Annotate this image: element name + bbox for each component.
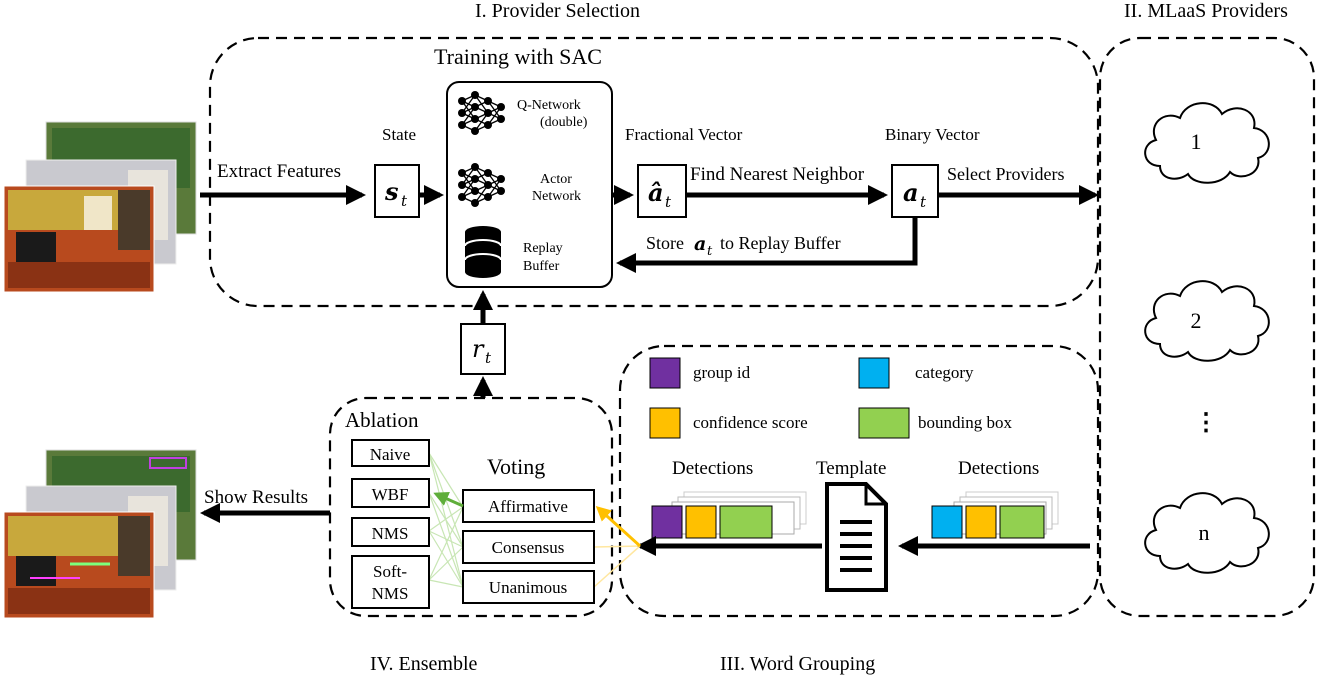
document-icon bbox=[825, 482, 888, 592]
word-grouping-region bbox=[618, 344, 1100, 618]
store-suffix-label: to Replay Buffer bbox=[720, 233, 841, 253]
section-title-provider-selection: I. Provider Selection bbox=[475, 0, 640, 22]
detections-left-label: Detections bbox=[672, 458, 753, 479]
legend-swatch-category bbox=[858, 357, 890, 389]
voting-label-affirmative: Affirmative bbox=[488, 497, 568, 516]
reward-subscript: t bbox=[485, 349, 492, 367]
template-to-affirmative-arrow bbox=[595, 505, 642, 548]
provider-label-1: 1 bbox=[1191, 129, 1202, 154]
method-label-wbf: WBF bbox=[372, 485, 409, 504]
method-label-soft: Soft- bbox=[373, 562, 407, 581]
legend-label-confidence: confidence score bbox=[693, 413, 808, 432]
q-network-double-label: (double) bbox=[540, 115, 588, 130]
provider-cloud-1 bbox=[1144, 102, 1270, 184]
reward-box bbox=[460, 323, 506, 375]
voting-box-unanimous bbox=[462, 570, 595, 604]
section-title-mlaas-providers: II. MLaaS Providers bbox=[1124, 0, 1288, 22]
affirmative-to-wbf-arrow bbox=[433, 492, 464, 508]
legend-swatch-group-id bbox=[649, 357, 681, 389]
extract-features-label: Extract Features bbox=[217, 161, 341, 182]
show-results-label: Show Results bbox=[204, 487, 308, 508]
database-icon bbox=[464, 226, 502, 278]
detections-left-stack bbox=[651, 491, 807, 539]
method-label-nms-2: NMS bbox=[372, 584, 409, 603]
provider-ellipsis: ⋮ bbox=[1194, 410, 1218, 436]
binary-box bbox=[891, 164, 939, 218]
state-label: State bbox=[382, 125, 416, 144]
store-subscript: t bbox=[707, 244, 713, 259]
method-box-naive bbox=[351, 439, 430, 467]
method-box-nms bbox=[351, 517, 430, 547]
input-images bbox=[3, 121, 197, 293]
output-images bbox=[3, 449, 197, 619]
provider-selection-region bbox=[208, 36, 1100, 308]
legend-swatch-confidence bbox=[649, 407, 681, 439]
q-network-label: Q-Network bbox=[517, 98, 581, 113]
detections-right-label: Detections bbox=[958, 458, 1039, 479]
voting-label-consensus: Consensus bbox=[492, 538, 565, 557]
method-box-wbf bbox=[351, 478, 430, 508]
store-replay-arrow bbox=[616, 217, 918, 273]
store-prefix-label: Store bbox=[646, 233, 684, 253]
select-providers-label: Select Providers bbox=[947, 164, 1064, 184]
legend-swatch-bounding-box bbox=[858, 407, 910, 439]
binary-symbol: a bbox=[903, 178, 919, 207]
voting-box-consensus bbox=[462, 530, 595, 564]
voting-label-unanimous: Unanimous bbox=[489, 578, 567, 597]
state-box bbox=[374, 164, 420, 218]
actor-network-label: Network bbox=[532, 189, 581, 204]
legend-label-bounding-box: bounding box bbox=[918, 413, 1012, 432]
replay-buffer-label: Buffer bbox=[523, 259, 560, 274]
method-label-nms: NMS bbox=[372, 524, 409, 543]
section-title-word-grouping: III. Word Grouping bbox=[720, 653, 875, 675]
voting-box-affirmative bbox=[462, 489, 595, 523]
fractional-subscript: t bbox=[665, 193, 672, 211]
provider-cloud-2 bbox=[1144, 280, 1270, 362]
sac-title: Training with SAC bbox=[434, 44, 602, 69]
method-box-soft-nms bbox=[351, 555, 430, 609]
method-label-naive: Naive bbox=[370, 445, 411, 464]
fractional-symbol: â bbox=[648, 178, 664, 207]
provider-label-2: 2 bbox=[1191, 308, 1202, 333]
reward-symbol: r bbox=[472, 335, 485, 363]
template-label: Template bbox=[816, 458, 886, 479]
fractional-box bbox=[637, 164, 687, 218]
fractional-vector-label: Fractional Vector bbox=[625, 125, 743, 144]
store-symbol: a bbox=[694, 233, 706, 255]
section-title-ensemble: IV. Ensemble bbox=[370, 653, 478, 675]
detections-right-stack bbox=[931, 491, 1059, 539]
actor-label: Actor bbox=[540, 172, 572, 187]
voting-title: Voting bbox=[487, 454, 545, 479]
legend-label-group-id: group id bbox=[693, 363, 751, 382]
state-subscript: t bbox=[401, 192, 408, 210]
replay-label: Replay bbox=[523, 241, 563, 256]
state-symbol: s bbox=[384, 177, 399, 206]
ensemble-connection-lines bbox=[428, 452, 464, 588]
binary-subscript: t bbox=[920, 193, 927, 211]
legend-label-category: category bbox=[915, 363, 974, 382]
ablation-title: Ablation bbox=[345, 408, 419, 432]
nearest-neighbor-label: Find Nearest Neighbor bbox=[690, 164, 865, 185]
provider-label-n: n bbox=[1199, 520, 1210, 545]
binary-vector-label: Binary Vector bbox=[885, 125, 980, 144]
